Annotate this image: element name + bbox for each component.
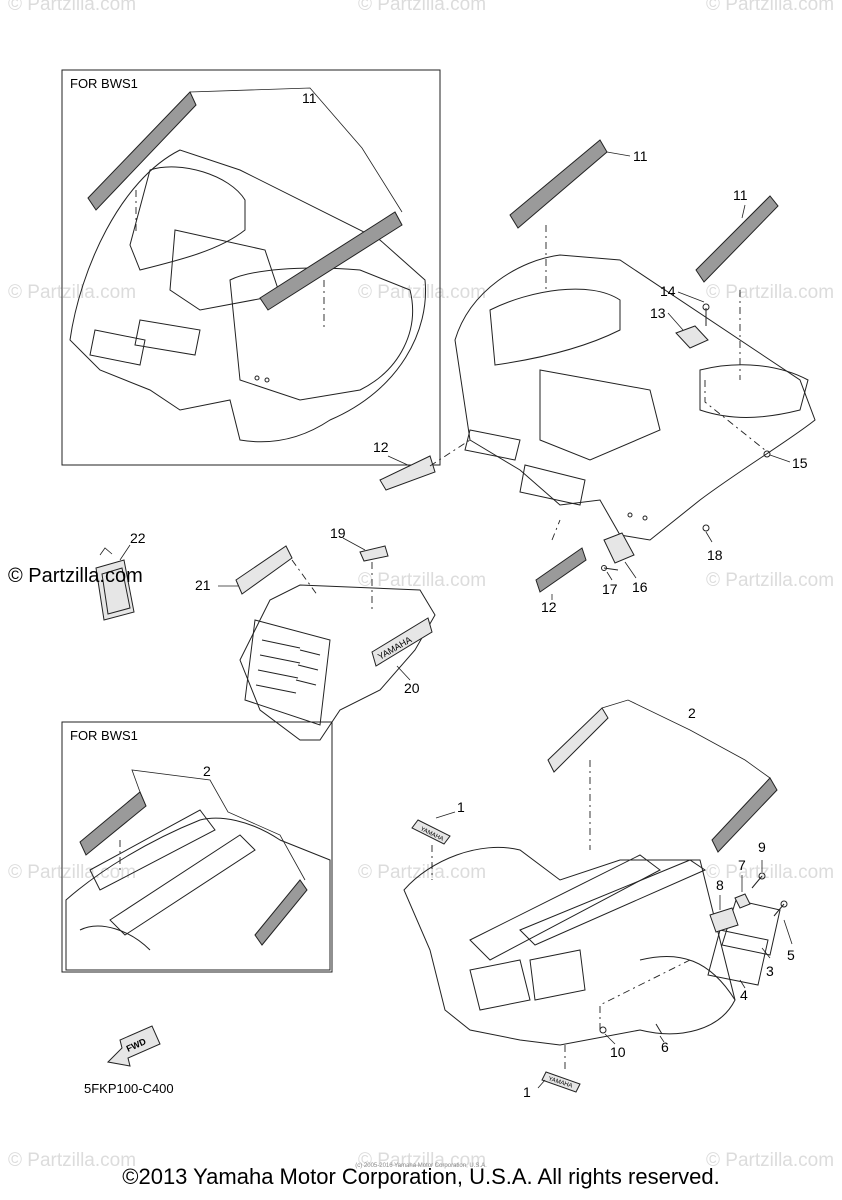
watermark-layer: © Partzilla.com © Partzilla.com © Partzi… [8, 0, 834, 1171]
drawing-code: 5FKP100-C400 [84, 1081, 174, 1096]
small-notice: (c) 2005-2016 Yamaha Motor Corporation, … [355, 1163, 487, 1169]
watermark: © Partzilla.com [358, 1150, 486, 1171]
callout-11: 11 [302, 90, 317, 106]
callout-8: 8 [716, 877, 724, 893]
rear-fender-assembly: 11 11 13 14 15 12 12 16 [373, 139, 816, 615]
callout-9: 9 [758, 839, 766, 855]
front-fender-assembly: YAMAHA 1 YAMAHA 1 2 3 4 5 9 7 [403, 699, 795, 1100]
watermark: © Partzilla.com [8, 1150, 136, 1171]
watermark: © Partzilla.com [706, 0, 834, 15]
watermark: © Partzilla.com [358, 570, 486, 591]
inset-frame [61, 69, 441, 466]
callout-11: 11 [733, 187, 748, 203]
watermark: © Partzilla.com [706, 1150, 834, 1171]
inset-label: FOR BWS1 [70, 76, 138, 91]
callout-2: 2 [688, 705, 696, 721]
callout-5: 5 [787, 947, 795, 963]
inset-frame [61, 721, 333, 973]
inset-front-fender: FOR BWS1 2 [61, 721, 333, 973]
partzilla-brand-mark: © Partzilla.com [8, 565, 143, 587]
callout-4: 4 [740, 987, 748, 1003]
callout-14: 14 [660, 283, 676, 299]
callout-10: 10 [610, 1044, 626, 1060]
side-cover-assembly: YAMAHA 20 19 21 22 [95, 525, 436, 741]
watermark: © Partzilla.com [706, 282, 834, 303]
callout-20: 20 [404, 680, 420, 696]
watermark: © Partzilla.com [706, 862, 834, 883]
callout-12: 12 [541, 599, 557, 615]
callout-17: 17 [602, 581, 618, 597]
watermark: © Partzilla.com [706, 570, 834, 591]
callout-2: 2 [203, 763, 211, 779]
inset-label: FOR BWS1 [70, 728, 138, 743]
callout-19: 19 [330, 525, 346, 541]
callout-11: 11 [633, 148, 648, 164]
callout-13: 13 [650, 305, 666, 321]
forward-direction-arrow: FWD [106, 1025, 161, 1067]
watermark: © Partzilla.com [358, 862, 486, 883]
callout-15: 15 [792, 455, 808, 471]
watermark: © Partzilla.com [358, 0, 486, 15]
inset-rear-fender: FOR BWS1 11 [61, 69, 441, 466]
callout-1: 1 [457, 799, 465, 815]
callout-22: 22 [130, 530, 146, 546]
callout-7: 7 [738, 857, 746, 873]
callout-21: 21 [195, 577, 211, 593]
callout-1: 1 [523, 1084, 531, 1100]
callout-16: 16 [632, 579, 648, 595]
watermark: © Partzilla.com [8, 282, 136, 303]
callout-12: 12 [373, 439, 389, 455]
watermark: © Partzilla.com [8, 862, 136, 883]
callout-3: 3 [766, 963, 774, 979]
callout-18: 18 [707, 547, 723, 563]
callout-6: 6 [661, 1039, 669, 1055]
watermark: © Partzilla.com [358, 282, 486, 303]
watermark: © Partzilla.com [8, 0, 136, 15]
copyright-notice: ©2013 Yamaha Motor Corporation, U.S.A. A… [122, 1164, 720, 1189]
